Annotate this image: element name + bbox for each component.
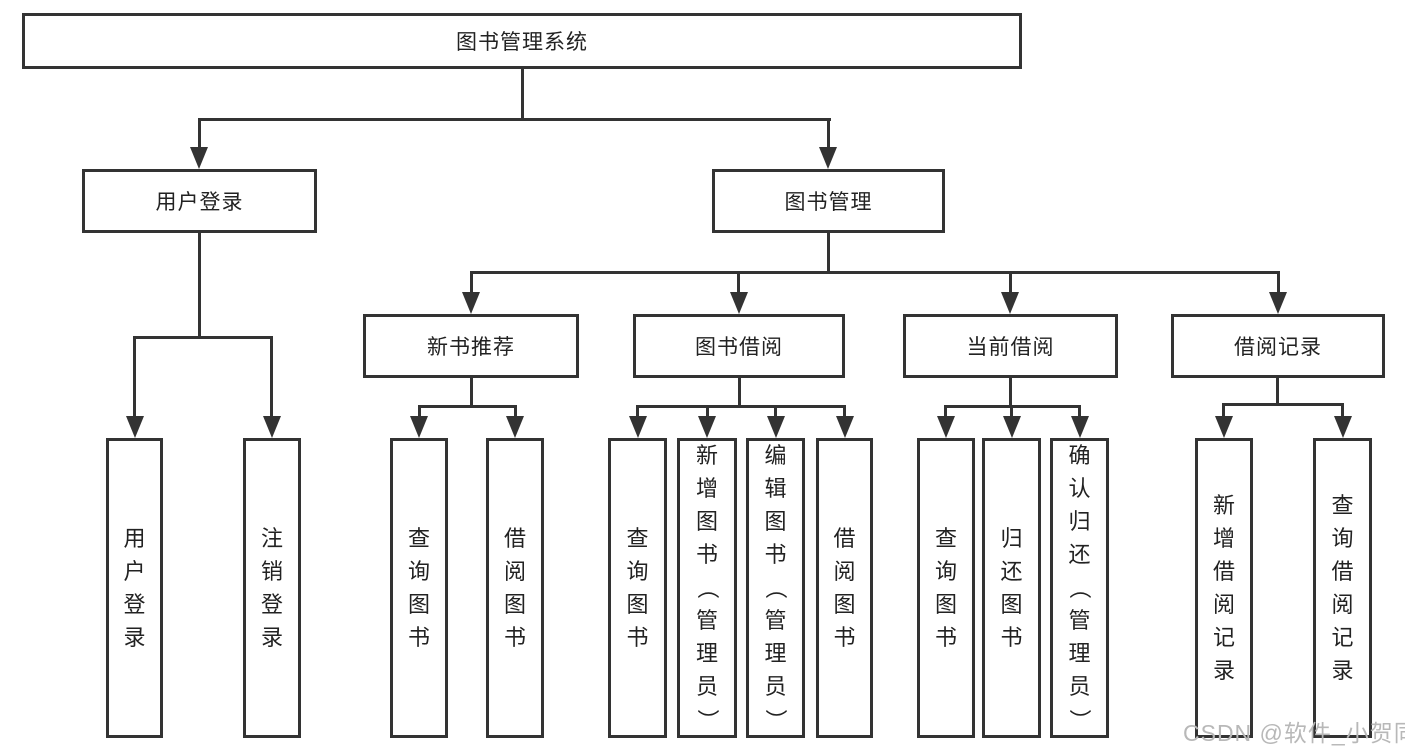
connector-line [521,66,524,119]
connector-line [706,405,709,418]
watermark: CSDN @软件_小贺同学 [1183,720,1405,746]
arrow-down-icon [937,416,955,438]
connector-line [1009,271,1012,294]
node-book-borrow: 图书借阅 [633,314,845,378]
connector-line [198,231,201,337]
connector-line [636,405,639,418]
arrow-down-icon [698,416,716,438]
connector-line [1222,403,1343,406]
node-current-borrow-label: 当前借阅 [966,336,1055,359]
connector-line [198,118,201,149]
connector-line [1222,403,1225,418]
arrow-down-icon [819,147,837,169]
leaf-return-books: 归还图书 [982,438,1041,738]
connector-line [133,336,273,339]
leaf-add-borrow-record: 新增借阅记录 [1195,438,1253,738]
arrow-down-icon [506,416,524,438]
arrow-down-icon [1001,292,1019,314]
connector-line [133,336,136,420]
leaf-edit-book-admin-label: 编辑图书（管理员） [763,443,789,732]
leaf-query-books-borrow-label: 查询图书 [626,525,649,650]
connector-line [827,231,830,274]
arrow-down-icon [1003,416,1021,438]
connector-line [418,405,517,408]
leaf-add-book-admin-label: 新增图书（管理员） [694,443,720,732]
connector-line [774,405,777,418]
leaf-add-book-admin: 新增图书（管理员） [677,438,737,738]
leaf-query-books-current-label: 查询图书 [934,525,957,650]
connector-line [198,118,831,121]
leaf-user-login: 用户登录 [106,438,163,738]
node-book-management: 图书管理 [712,169,945,233]
arrow-down-icon [410,416,428,438]
leaf-borrow-books: 借阅图书 [816,438,873,738]
node-root: 图书管理系统 [22,13,1022,69]
arrow-down-icon [767,416,785,438]
node-borrow-records-label: 借阅记录 [1234,336,1322,359]
arrow-down-icon [1215,416,1233,438]
arrow-down-icon [836,416,854,438]
leaf-add-borrow-record-label: 新增借阅记录 [1212,492,1235,683]
leaf-query-books-current: 查询图书 [917,438,975,738]
arrow-down-icon [190,147,208,169]
connector-line [470,271,473,294]
leaf-query-borrow-record: 查询借阅记录 [1313,438,1372,738]
leaf-logout-login-label: 注销登录 [260,525,283,650]
node-borrow-records: 借阅记录 [1171,314,1385,378]
arrow-down-icon [263,416,281,438]
leaf-query-borrow-record-label: 查询借阅记录 [1331,492,1354,683]
arrow-down-icon [462,292,480,314]
connector-line [737,271,740,294]
connector-line [1277,271,1280,294]
leaf-query-books-recommend: 查询图书 [390,438,448,738]
arrow-down-icon [1071,416,1089,438]
connector-line [270,336,273,420]
node-book-management-label: 图书管理 [784,191,873,214]
leaf-query-books-borrow: 查询图书 [608,438,667,738]
node-user-login-label: 用户登录 [155,191,244,214]
node-current-borrow: 当前借阅 [903,314,1118,378]
arrow-down-icon [629,416,647,438]
leaf-return-books-label: 归还图书 [1000,525,1023,650]
leaf-edit-book-admin: 编辑图书（管理员） [746,438,805,738]
node-root-label: 图书管理系统 [456,31,588,54]
connector-line [470,376,473,408]
leaf-query-books-recommend-label: 查询图书 [407,525,430,650]
connector-line [1341,403,1344,418]
connector-line [418,405,421,418]
connector-line [470,271,1280,274]
leaf-confirm-return-admin: 确认归还（管理员） [1050,438,1109,738]
arrow-down-icon [1269,292,1287,314]
node-book-borrow-label: 图书借阅 [695,336,783,359]
arrow-down-icon [730,292,748,314]
node-user-login: 用户登录 [82,169,317,233]
leaf-borrow-books-recommend: 借阅图书 [486,438,544,738]
connector-line [636,405,846,408]
leaf-borrow-books-recommend-label: 借阅图书 [503,525,526,650]
node-new-book-recommend-label: 新书推荐 [427,336,515,359]
connector-line [944,405,947,418]
leaf-confirm-return-admin-label: 确认归还（管理员） [1067,443,1093,732]
connector-line [843,405,846,418]
connector-line [1010,405,1013,418]
arrow-down-icon [126,416,144,438]
connector-line [1276,376,1279,406]
leaf-borrow-books-label: 借阅图书 [833,525,856,650]
leaf-user-login-label: 用户登录 [123,525,146,650]
connector-line [1078,405,1081,418]
connector-line [827,118,830,149]
leaf-logout-login: 注销登录 [243,438,301,738]
arrow-down-icon [1334,416,1352,438]
connector-line [1009,376,1012,408]
node-new-book-recommend: 新书推荐 [363,314,579,378]
connector-line [514,405,517,418]
connector-line [738,376,741,408]
